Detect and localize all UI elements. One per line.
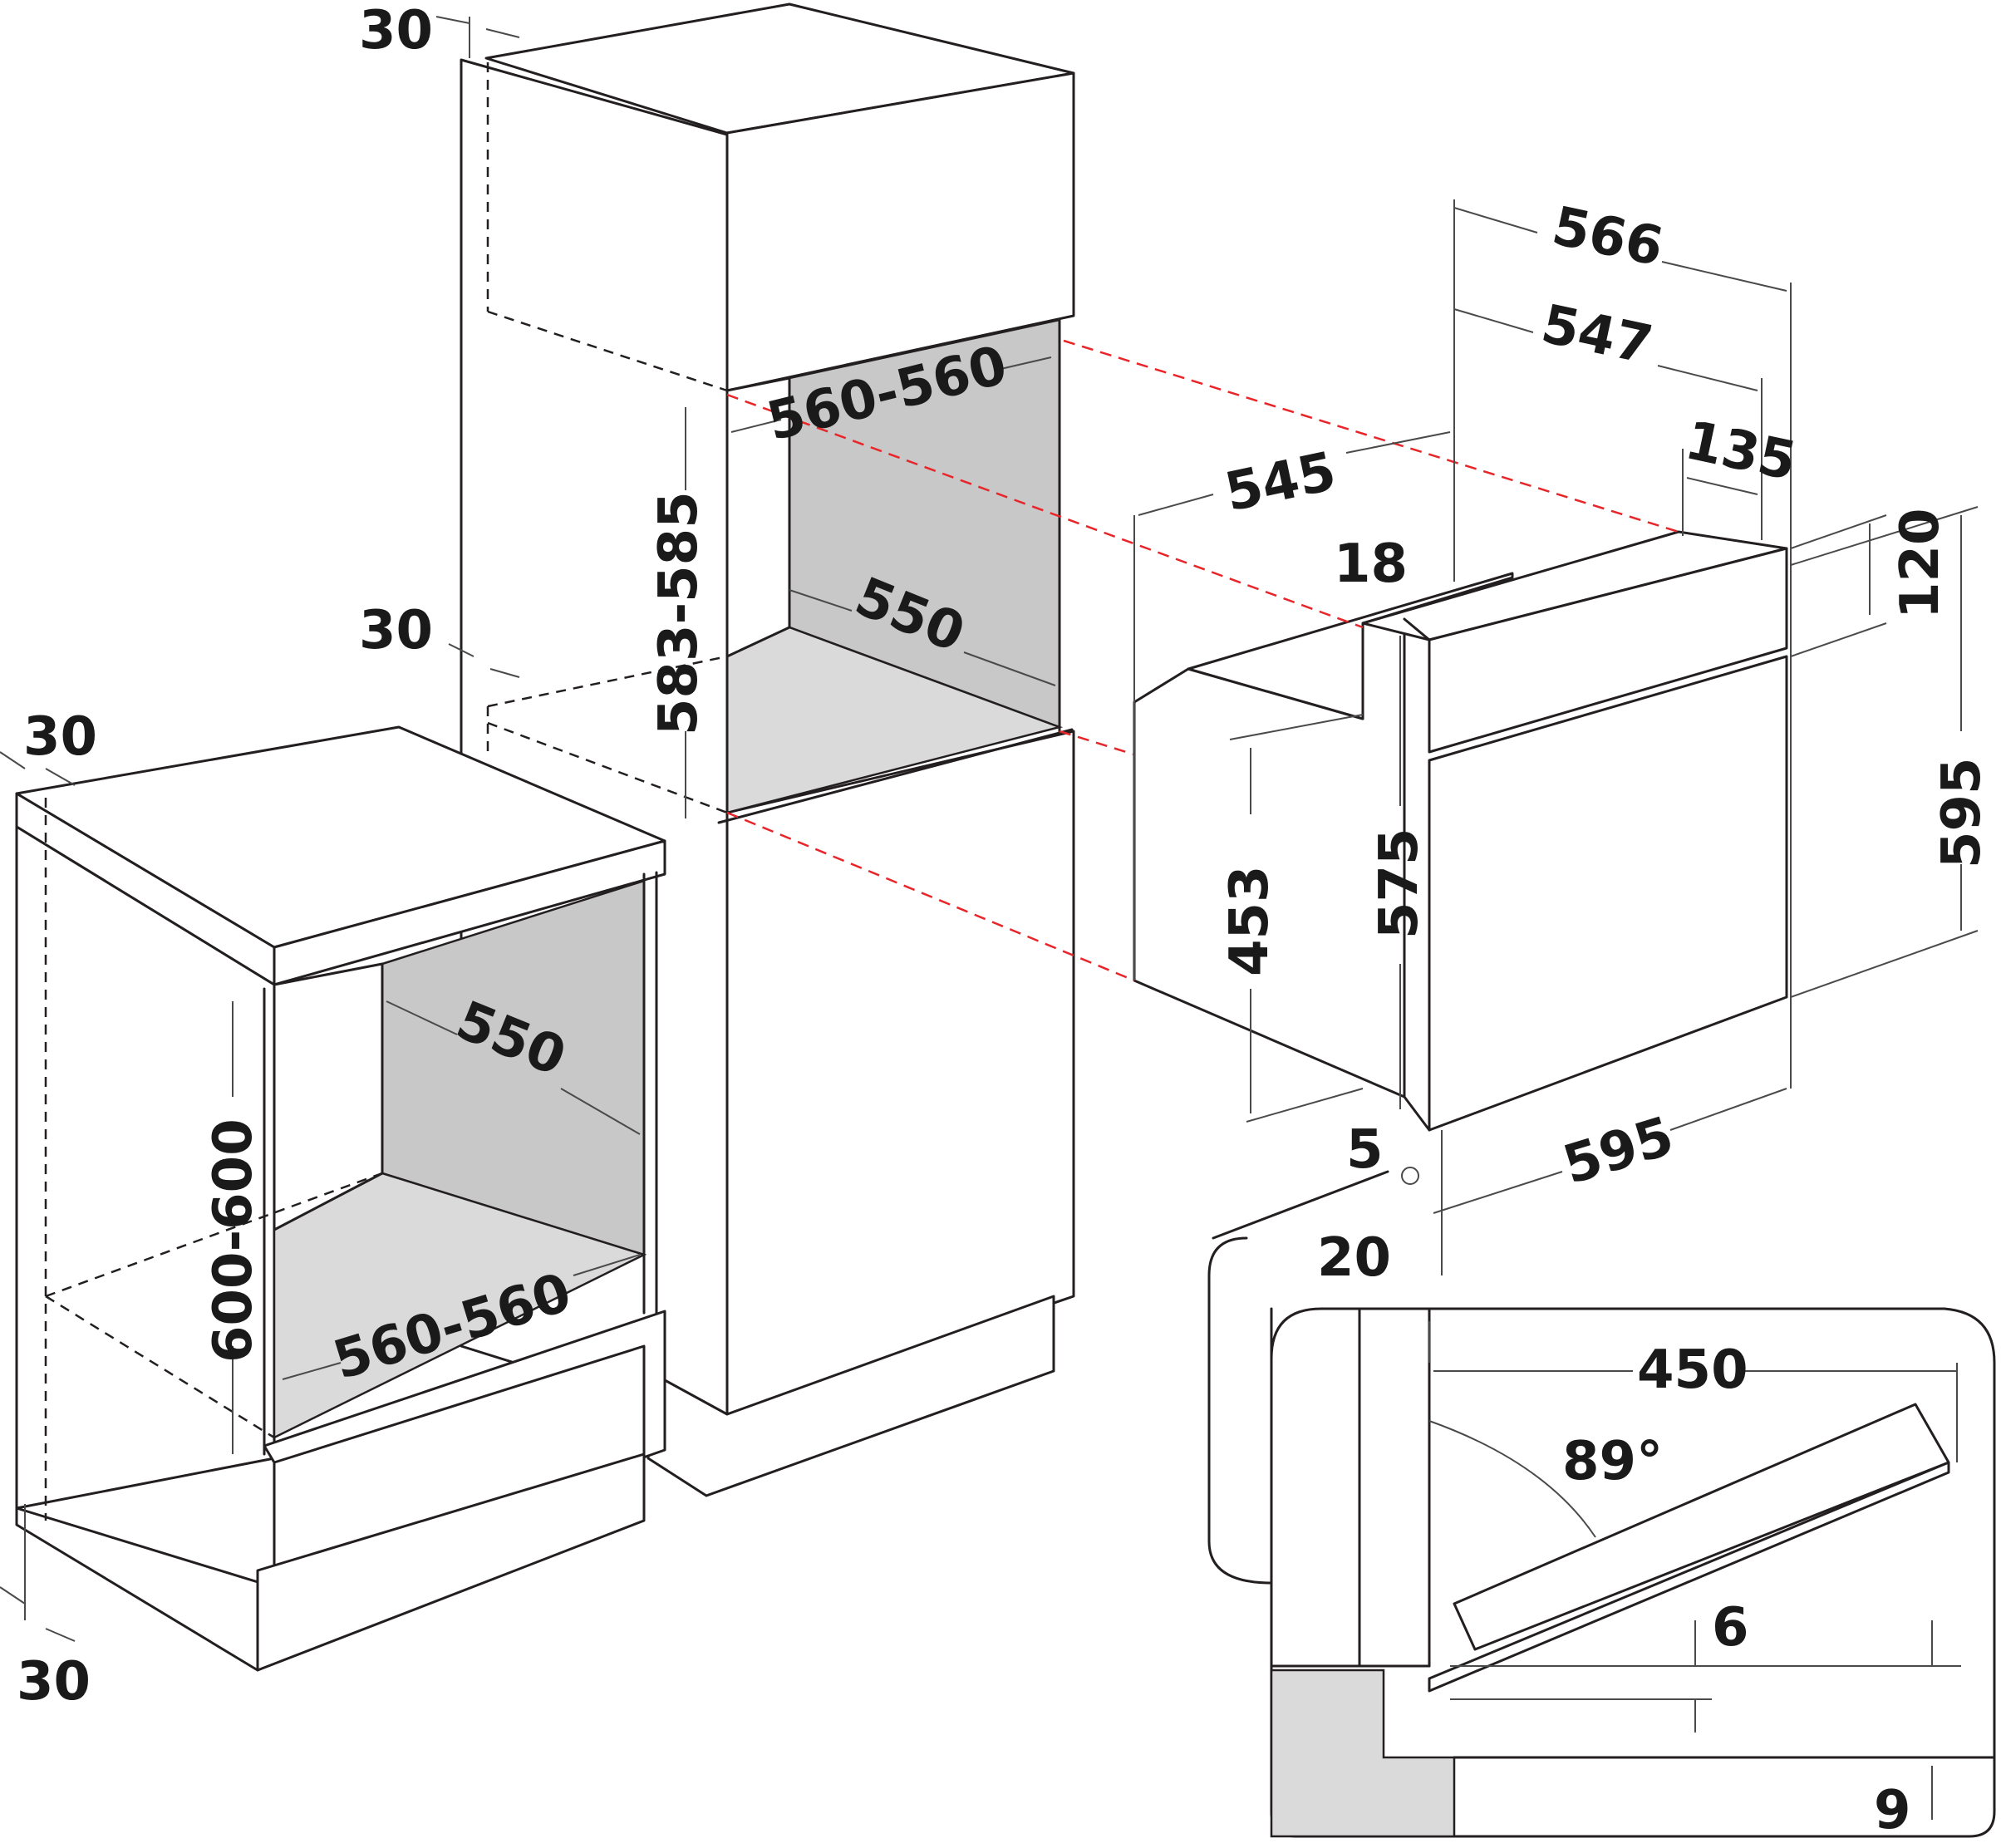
label-oven-side-depth: 545 bbox=[1220, 440, 1341, 523]
label-undercounter-bottom-gap: 30 bbox=[17, 1651, 91, 1713]
label-undercounter-top-gap: 30 bbox=[23, 706, 97, 768]
label-inset-opening-angle: 89° bbox=[1562, 1431, 1663, 1492]
dimension-labels: 30 30 560-560 583-585 550 30 30 550 560-… bbox=[17, 0, 1993, 1841]
label-oven-front-height: 595 bbox=[1931, 757, 1993, 868]
label-oven-bottom-offset: 5 bbox=[1346, 1119, 1384, 1181]
label-oven-control-panel-height: 120 bbox=[1890, 508, 1951, 619]
door-detail-inset bbox=[1207, 1170, 1996, 1838]
label-oven-front-thickness: 18 bbox=[1334, 533, 1408, 595]
label-column-top-gap: 30 bbox=[359, 0, 433, 61]
label-oven-door-offset: 20 bbox=[1317, 1227, 1391, 1289]
label-column-niche-height: 583-585 bbox=[648, 491, 710, 735]
undercounter-base bbox=[15, 1506, 276, 1672]
projection-lines bbox=[726, 339, 1679, 982]
label-column-mid-gap: 30 bbox=[359, 600, 433, 661]
column-top-front bbox=[725, 71, 1075, 392]
label-undercounter-niche-height: 600-600 bbox=[203, 1118, 264, 1363]
label-oven-body-depth: 547 bbox=[1536, 293, 1658, 376]
undercounter-cabinet bbox=[15, 725, 666, 1672]
label-inset-door-length: 450 bbox=[1637, 1339, 1748, 1401]
label-oven-front-width: 595 bbox=[1556, 1105, 1680, 1197]
inset-door bbox=[1453, 1403, 1950, 1651]
oven bbox=[1133, 530, 1788, 1132]
label-oven-body-height: 575 bbox=[1369, 828, 1430, 939]
undercounter-top-edge-front bbox=[273, 839, 666, 986]
oven-control-panel bbox=[1428, 547, 1788, 754]
label-inset-gap-upper: 6 bbox=[1712, 1597, 1749, 1659]
inset-cabinet-panel bbox=[1358, 1307, 1431, 1668]
label-oven-side-height: 453 bbox=[1219, 865, 1281, 976]
dimension-lines bbox=[0, 16, 1979, 1820]
inset-cabinet-floor bbox=[1270, 1669, 1456, 1838]
label-oven-overall-depth: 566 bbox=[1547, 195, 1669, 278]
oven-door bbox=[1428, 655, 1788, 1132]
label-inset-gap-lower: 9 bbox=[1874, 1780, 1911, 1841]
